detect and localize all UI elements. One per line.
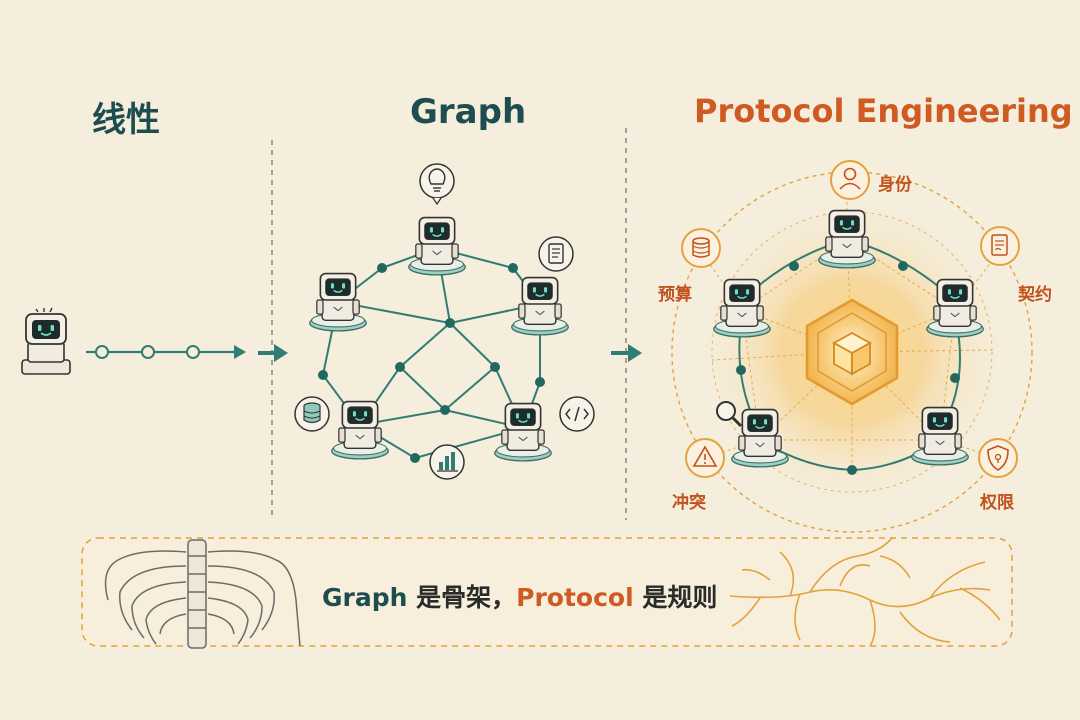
caption-graph: Graph [322,583,408,612]
database-icon [294,396,330,432]
title-linear: 线性 [92,100,160,140]
linear-section [21,307,246,375]
graph-node [508,263,518,273]
label-identity: 身份 [878,175,912,195]
title-graph: Graph [410,92,527,132]
label-permission: 权限 [980,493,1014,513]
code-icon [559,396,595,432]
linear-node [95,345,109,359]
linear-node [186,345,200,359]
graph-node [410,453,420,463]
graph-nodes [318,263,545,463]
magnifier-icon [716,401,743,428]
protocol-node [898,261,908,271]
coins-icon [681,228,721,268]
graph-robot-bottom-left [330,400,390,460]
branch-illustration [729,537,1001,647]
label-budget: 预算 [658,285,692,305]
arrow-linear-to-graph [258,344,288,362]
protocol-node [789,261,799,271]
document-icon [538,236,574,272]
graph-node [377,263,387,273]
caption-protocol: Protocol [516,583,634,612]
graph-node [490,362,500,372]
person-icon [830,160,870,200]
graph-node [445,318,455,328]
bar-chart-icon [429,444,465,480]
graph-node [440,405,450,415]
linear-node [141,345,155,359]
caption-text: Graph 是骨架，Protocol 是规则 [322,578,717,614]
graph-robot-right [510,276,570,336]
protocol-node [736,365,746,375]
protocol-node [847,465,857,475]
graph-node [535,377,545,387]
arrow-graph-to-protocol [611,344,642,362]
graph-robot-bottom-right [493,402,553,462]
linear-robot [21,307,71,375]
caption-rules: 是规则 [633,583,718,612]
label-conflict: 冲突 [672,493,706,513]
protocol-section [671,171,1033,533]
graph-node [395,362,405,372]
graph-robot-top [407,216,467,276]
title-protocol: Protocol Engineering [694,92,1073,130]
caption-panel [81,537,1013,647]
protocol-node [950,373,960,383]
graph-robot-left [308,272,368,332]
label-contract: 契约 [1018,285,1052,305]
caption-skeleton: 是骨架， [407,583,517,612]
lightbulb-icon [419,163,455,206]
skeleton-illustration [104,539,301,649]
contract-icon [980,226,1020,266]
cube-icon [805,298,899,406]
warning-icon [685,438,725,478]
shield-icon [978,438,1018,478]
graph-node [318,370,328,380]
graph-robots [308,216,570,462]
